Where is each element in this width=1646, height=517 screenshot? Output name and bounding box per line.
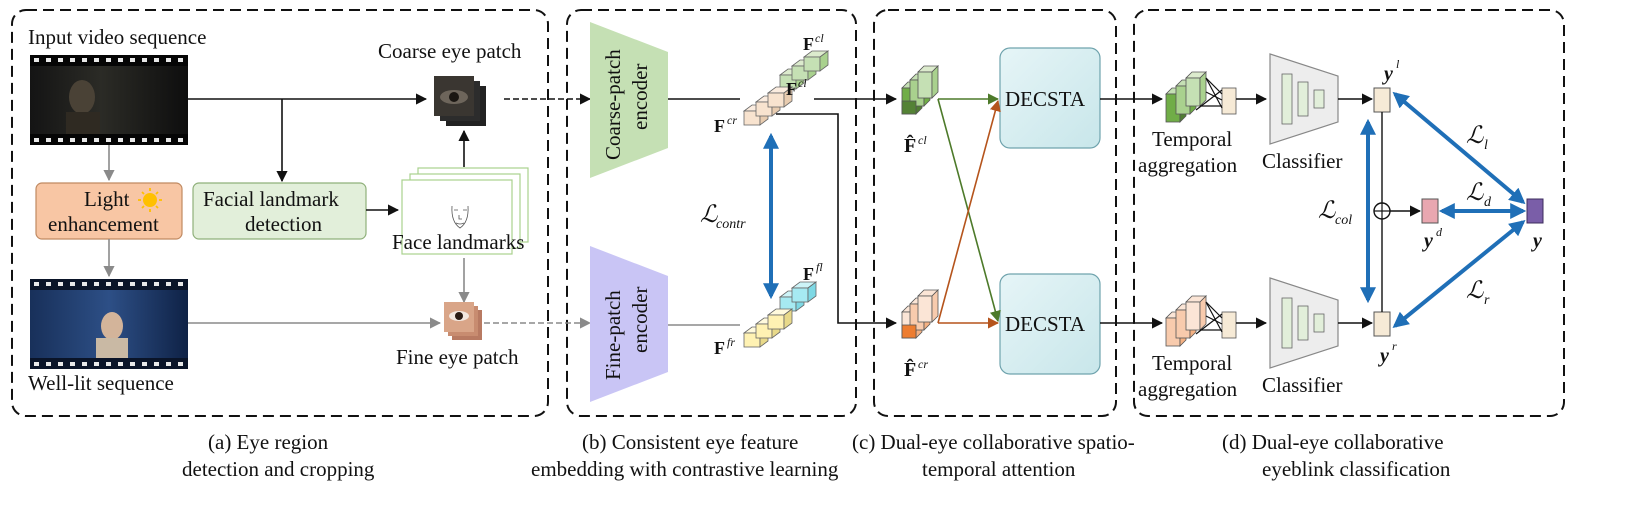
f-fl-sup: fl	[816, 260, 823, 274]
caption-b-line1: (b) Consistent eye feature	[582, 430, 798, 454]
caption-a-line2: detection and cropping	[182, 457, 375, 481]
sum-node-icon	[1373, 202, 1391, 220]
loss-l-label: ℒ	[1466, 123, 1484, 149]
caption-d-line2: eyeblink classification	[1262, 457, 1451, 481]
welllit-video-strip	[30, 279, 188, 369]
f-cl-label: F	[803, 34, 814, 54]
coarse-feature-blocks	[742, 50, 830, 126]
panel-a-frame	[11, 9, 549, 417]
loss-col-sub: col	[1335, 213, 1352, 228]
light-label-line2: enhancement	[48, 212, 159, 236]
caption-a-line1: (a) Eye region	[208, 430, 329, 454]
decsta-top-box: DECSTA	[999, 47, 1101, 149]
loss-l-sub: l	[1484, 138, 1488, 153]
panel-c-frame	[873, 9, 1117, 417]
face-sketch-icon	[451, 205, 469, 229]
caption-c-line2: temporal attention	[922, 457, 1076, 481]
face-landmarks-stack	[401, 167, 529, 255]
classifier-top	[1269, 53, 1339, 145]
landmark-label-line2: detection	[245, 212, 322, 236]
loss-d-sub: d	[1484, 195, 1492, 210]
fhat-cr-blocks	[901, 289, 939, 339]
loss-r-arrow	[1392, 219, 1526, 329]
coarse-patch-encoder: Coarse-patch encoder	[590, 22, 668, 178]
fhat-cr-label: F̂	[904, 357, 916, 381]
y-r-label: y	[1378, 345, 1389, 367]
f-cl-label-2: F	[786, 79, 797, 99]
temporal-top-label-2: aggregation	[1138, 153, 1238, 177]
y-l-sup: l	[1396, 57, 1400, 71]
arrow-fcr-to-fhat-cr	[776, 113, 898, 329]
sun-icon	[138, 188, 162, 212]
y-l-box	[1373, 87, 1391, 113]
fhat-cl-blocks	[901, 65, 939, 115]
loss-contr-sub: contr	[716, 217, 746, 232]
f-cl-sup-2: cl	[798, 76, 807, 90]
input-video-strip	[30, 55, 188, 145]
caption-c-line1: (c) Dual-eye collaborative spatio-	[852, 430, 1135, 454]
y-r-box	[1373, 311, 1391, 337]
face-landmarks-label: Face landmarks	[392, 230, 524, 254]
caption-d-line1: (d) Dual-eye collaborative	[1222, 430, 1444, 454]
input-video-label: Input video sequence	[28, 25, 206, 49]
f-fr-label: F	[714, 338, 725, 358]
welllit-label: Well-lit sequence	[28, 371, 174, 395]
fine-patch-label: Fine eye patch	[396, 345, 519, 369]
landmark-label-line1: Facial landmark	[203, 187, 339, 211]
loss-r-label: ℒ	[1466, 278, 1484, 304]
temporal-bottom-label-1: Temporal	[1152, 351, 1232, 375]
loss-l-arrow	[1392, 91, 1526, 205]
temporal-agg-top-blocks	[1165, 71, 1237, 123]
y-d-box	[1421, 198, 1439, 224]
coarse-patch-label: Coarse eye patch	[378, 39, 522, 63]
panel-d-frame	[1133, 9, 1565, 417]
decsta-bottom-box: DECSTA	[999, 273, 1101, 375]
y-d-sup: d	[1436, 225, 1443, 239]
decsta-top-label: DECSTA	[1005, 87, 1086, 111]
classifier-bottom	[1269, 277, 1339, 369]
fine-patch-encoder: Fine-patch encoder	[590, 246, 668, 402]
arrow-cr-to-top-decsta	[937, 99, 1001, 324]
y-l-label: y	[1382, 63, 1393, 85]
temporal-agg-bottom-blocks	[1165, 295, 1237, 347]
fine-encoder-label-2: encoder	[628, 287, 652, 353]
temporal-agg-top-lines	[1195, 77, 1223, 111]
f-cr-sup: cr	[727, 113, 737, 127]
fhat-cr-sup: cr	[918, 357, 928, 371]
coarse-encoder-label-2: encoder	[628, 64, 652, 130]
light-enhancement-box: Light enhancement	[35, 182, 183, 240]
y-label: y	[1531, 230, 1542, 252]
loss-contr-label: ℒ	[700, 202, 718, 228]
loss-col-label: ℒ	[1318, 198, 1336, 224]
landmark-detection-box: Facial landmark detection	[192, 182, 367, 240]
y-box	[1526, 198, 1544, 224]
temporal-bottom-label-2: aggregation	[1138, 377, 1238, 401]
coarse-encoder-label-1: Coarse-patch	[601, 49, 625, 160]
y-d-label: y	[1422, 230, 1433, 252]
f-fl-label: F	[803, 264, 814, 284]
fine-encoder-label-1: Fine-patch	[601, 290, 625, 380]
coarse-eye-patch	[434, 76, 486, 126]
loss-d-label: ℒ	[1466, 180, 1484, 206]
temporal-top-label-1: Temporal	[1152, 127, 1232, 151]
y-r-sup: r	[1392, 339, 1397, 353]
classifier-bottom-label: Classifier	[1262, 373, 1342, 397]
decsta-bottom-label: DECSTA	[1005, 312, 1086, 336]
f-cr-label: F	[714, 116, 725, 136]
caption-b-line2: embedding with contrastive learning	[531, 457, 839, 481]
temporal-agg-bottom-lines	[1195, 301, 1223, 335]
fhat-cl-label: F̂	[904, 133, 916, 157]
loss-r-sub: r	[1484, 293, 1490, 308]
light-label-line1: Light	[84, 187, 130, 211]
fine-feature-blocks	[742, 281, 818, 348]
fine-eye-patch	[444, 302, 482, 340]
f-fr-sup: fr	[727, 335, 735, 349]
classifier-top-label: Classifier	[1262, 149, 1342, 173]
f-cl-sup: cl	[815, 31, 824, 45]
fhat-cl-sup: cl	[918, 133, 927, 147]
